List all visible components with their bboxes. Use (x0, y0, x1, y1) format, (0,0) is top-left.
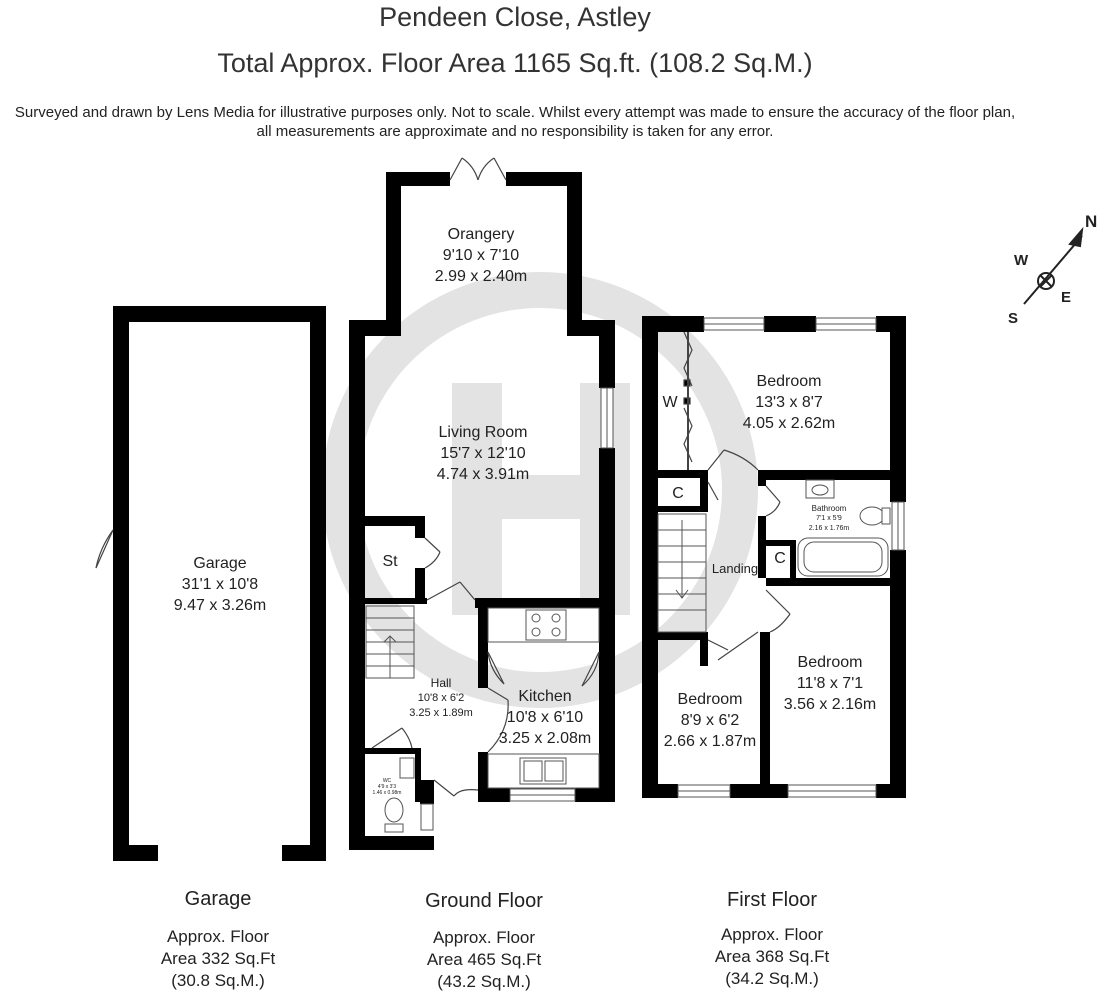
room-label-living: Living Room 15'7 x 12'10 4.74 x 3.91m (408, 422, 558, 485)
room-metric: 2.16 x 1.76m (808, 525, 850, 532)
room-label-cupboard-2: C (774, 550, 786, 567)
garage-side-door (95, 529, 114, 569)
floor-area-line-2: Area 465 Sq.Ft (426, 950, 542, 969)
room-name: Living Room (438, 424, 528, 441)
floor-name: First Floor (727, 889, 817, 911)
room-label-orangery: Orangery 9'10 x 7'10 2.99 x 2.40m (406, 224, 556, 287)
floor-area-line-3: (30.8 Sq.M.) (171, 971, 265, 990)
floor-name: Ground Floor (425, 890, 543, 912)
kitchen-fittings (487, 607, 600, 789)
first-floor-windows (677, 317, 905, 798)
room-imperial: 10'8 x 6'2 (417, 692, 465, 704)
room-metric: 1.46 x 0.98m (372, 790, 402, 796)
room-imperial: 7'1 x 5'9 (816, 515, 842, 522)
room-label-wc: WC 4'9 x 3'3 1.46 x 0.98m (367, 778, 407, 796)
first-floor-walls (642, 316, 906, 798)
floor-summary-ground: Ground Floor Approx. Floor Area 465 Sq.F… (384, 890, 584, 993)
room-name: Kitchen (518, 688, 572, 705)
ground-floor-stairs (365, 605, 415, 679)
room-label-hall: Hall 10'8 x 6'2 3.25 x 1.89m (396, 676, 486, 721)
room-imperial: 8'9 x 6'2 (680, 712, 740, 729)
floor-area-line-1: Approx. Floor (166, 927, 270, 946)
first-floor-stairs (657, 513, 707, 633)
room-metric: 9.47 x 3.26m (173, 597, 267, 614)
compass-east-label: E (1061, 289, 1072, 306)
room-name: Bedroom (756, 373, 822, 390)
room-metric: 2.99 x 2.40m (434, 268, 528, 285)
room-metric: 2.66 x 1.87m (663, 733, 757, 750)
bathroom-fittings (797, 479, 891, 577)
room-name: Bedroom (677, 691, 743, 708)
compass-west-label: W (1014, 252, 1029, 269)
floor-area-line-2: Area 368 Sq.Ft (714, 947, 830, 966)
room-metric: 4.74 x 3.91m (436, 466, 530, 483)
ground-floor-windows (420, 387, 614, 831)
total-floor-area: Total Approx. Floor Area 1165 Sq.ft. (10… (217, 48, 813, 78)
room-metric: 3.56 x 2.16m (783, 696, 877, 713)
room-label-bedroom-2: Bedroom 11'8 x 7'1 3.56 x 2.16m (755, 652, 905, 715)
watermark-logo (322, 272, 758, 708)
floor-name: Garage (184, 888, 252, 910)
room-name: Orangery (447, 226, 515, 243)
room-name: Bedroom (797, 654, 863, 671)
room-label-store: St (382, 553, 398, 570)
compass-north-label: N (1085, 212, 1098, 231)
room-label-cupboard-1: C (672, 485, 684, 502)
room-imperial: 31'1 x 10'8 (181, 576, 259, 593)
disclaimer-line-1: Surveyed and drawn by Lens Media for ill… (14, 104, 1016, 121)
property-title: Pendeen Close, Astley (379, 2, 651, 32)
room-label-landing: Landing (711, 561, 759, 576)
room-label-bedroom-3: Bedroom 8'9 x 6'2 2.66 x 1.87m (659, 689, 761, 752)
room-name: Hall (430, 676, 452, 690)
ground-floor-walls (349, 172, 615, 850)
floor-summary-garage: Garage Approx. Floor Area 332 Sq.Ft (30.… (118, 888, 318, 992)
room-name: Garage (193, 555, 247, 572)
room-label-bedroom-1: Bedroom 13'3 x 8'7 4.05 x 2.62m (714, 371, 864, 434)
floor-area-line-3: (34.2 Sq.M.) (725, 969, 819, 988)
room-imperial: 4'9 x 3'3 (377, 784, 397, 790)
ground-floor-doors (371, 157, 600, 797)
floor-area-line-1: Approx. Floor (720, 925, 824, 944)
floor-area-line-3: (43.2 Sq.M.) (437, 972, 531, 991)
compass-south-label: S (1008, 310, 1019, 327)
room-imperial: 13'3 x 8'7 (755, 394, 823, 411)
room-imperial: 10'8 x 6'10 (506, 709, 584, 726)
wc-fittings (384, 757, 415, 833)
floor-area-line-2: Area 332 Sq.Ft (160, 949, 276, 968)
room-imperial: 9'10 x 7'10 (442, 247, 520, 264)
room-imperial: 15'7 x 12'10 (440, 445, 526, 462)
garage-walls (113, 306, 326, 861)
room-metric: 3.25 x 1.89m (409, 707, 473, 719)
room-label-kitchen: Kitchen 10'8 x 6'10 3.25 x 2.08m (470, 686, 620, 749)
room-label-bathroom: Bathroom 7'1 x 5'9 2.16 x 1.76m (798, 504, 860, 534)
compass-icon (1023, 226, 1084, 305)
room-metric: 4.05 x 2.62m (742, 415, 836, 432)
floor-area-line-1: Approx. Floor (432, 928, 536, 947)
room-imperial: 11'8 x 7'1 (796, 675, 864, 692)
room-name: WC (382, 778, 392, 784)
room-metric: 3.25 x 2.08m (498, 730, 592, 747)
wardrobe-doors (683, 331, 693, 470)
room-label-wardrobe: W (662, 394, 678, 411)
disclaimer-line-2: all measurements are approximate and no … (256, 123, 774, 140)
first-floor-doors (707, 449, 791, 661)
room-label-garage: Garage 31'1 x 10'8 9.47 x 3.26m (145, 553, 295, 616)
floor-summary-first: First Floor Approx. Floor Area 368 Sq.Ft… (672, 889, 872, 990)
room-name: Bathroom (811, 504, 847, 513)
